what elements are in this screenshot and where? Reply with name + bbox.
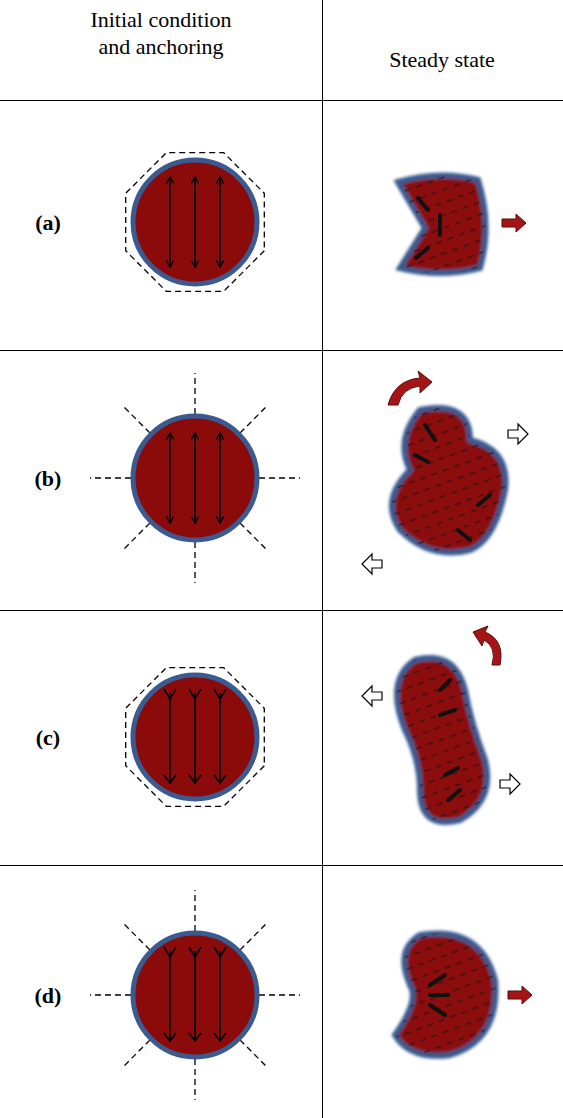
row-label: (c) — [18, 724, 78, 751]
steady-a — [398, 175, 526, 273]
steady-d — [395, 933, 532, 1055]
initial-a — [126, 153, 265, 292]
initial-d — [90, 890, 300, 1100]
row-label: (d) — [18, 982, 78, 1009]
initial-c — [126, 668, 265, 807]
initial-b — [90, 373, 300, 583]
steady-c — [362, 626, 520, 822]
column-header: Steady state — [342, 46, 542, 73]
row-label: (b) — [18, 465, 78, 492]
column-header: Initial condition and anchoring — [76, 6, 246, 60]
row-label: (a) — [18, 209, 78, 236]
steady-b — [362, 371, 528, 574]
